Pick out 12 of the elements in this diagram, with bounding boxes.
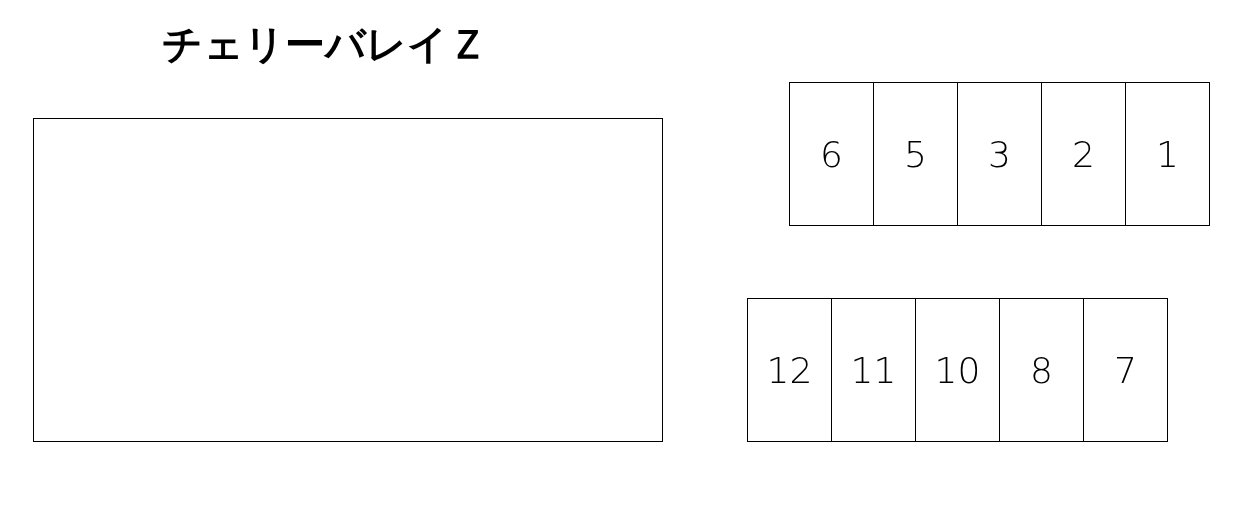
building-box [33,118,663,442]
parking-space: 3 [957,82,1042,226]
parking-space: 5 [873,82,958,226]
parking-space: 1 [1125,82,1210,226]
parking-space: 12 [747,298,832,442]
parking-space: 8 [999,298,1084,442]
title: チェリーバレイＺ [161,20,489,69]
parking-space: 11 [831,298,916,442]
parking-space: 6 [789,82,874,226]
parking-space: 7 [1083,298,1168,442]
parking-space: 10 [915,298,1000,442]
parking-space: 2 [1041,82,1126,226]
